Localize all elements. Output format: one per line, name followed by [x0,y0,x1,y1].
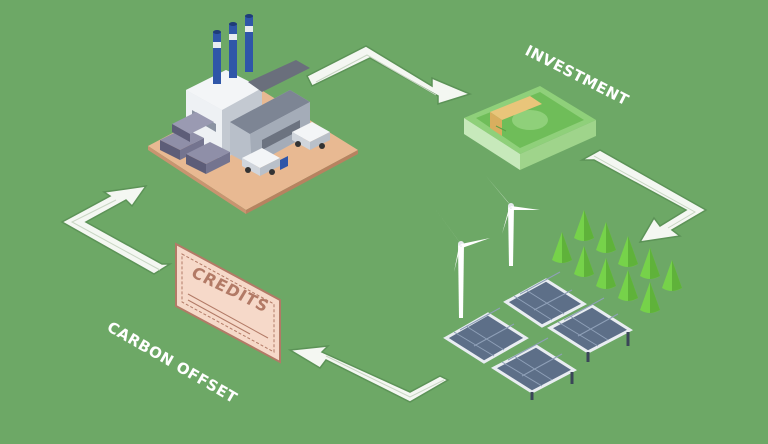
wind-turbine-icon [436,210,490,318]
arrow-credits-to-factory [62,186,170,274]
carbon-offset-label: CARBON OFFSET [104,318,241,407]
money-icon [464,86,596,170]
wind-turbine-icon [486,176,540,266]
arrow-investment-to-projects [582,150,706,242]
tree-icon [618,236,638,267]
tree-icon [662,260,682,291]
tree-icon [574,210,594,241]
tree-icon [552,232,572,263]
chimney [229,22,237,78]
tree-icon [640,282,660,313]
chimney [213,30,221,84]
solar-panel-icon [446,308,526,362]
factory-icon [148,14,358,214]
tree-icon [574,246,594,277]
arrow-factory-to-investment [307,46,470,104]
chimney [245,14,253,72]
tree-icon [596,222,616,253]
tree-icon [640,248,660,279]
certificate-icon: CREDITS [176,244,280,362]
arrow-projects-to-credits [290,346,448,402]
tree-icon [618,270,638,301]
tree-icon [596,258,616,289]
